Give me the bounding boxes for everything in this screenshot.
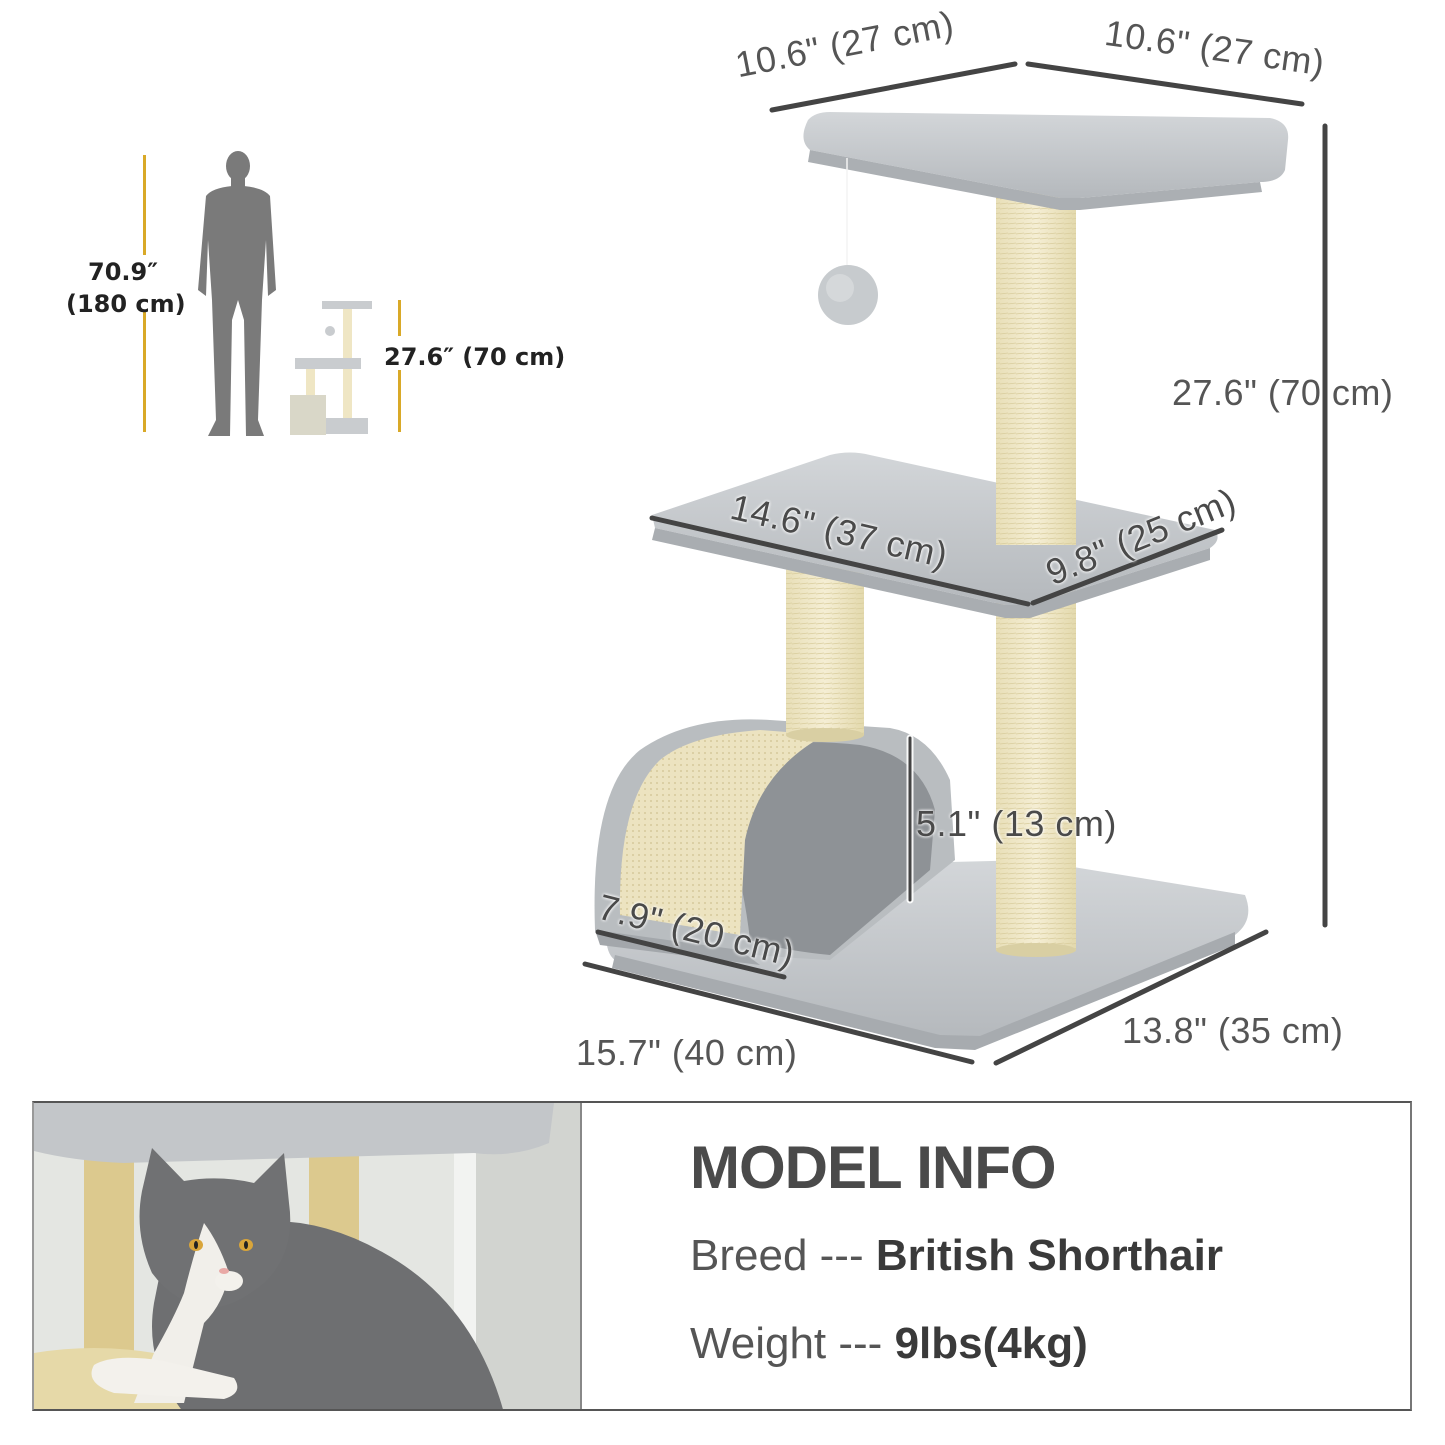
dim-top-platform-right: 10.6" (27 cm) <box>1102 12 1328 84</box>
weight-row: Weight --- 9lbs(4kg) <box>690 1319 1088 1369</box>
human-height-line-bottom <box>143 310 146 432</box>
human-height-cm: (180 cm) <box>66 290 186 318</box>
model-info-title: MODEL INFO <box>690 1134 1057 1201</box>
dim-base-width: 13.8" (35 cm) <box>1122 1010 1344 1051</box>
breed-row: Breed --- British Shorthair <box>690 1231 1223 1281</box>
breed-value: British Shorthair <box>875 1231 1223 1280</box>
cat-on-tree-photo <box>34 1103 580 1409</box>
dim-tunnel-height: 5.1" (13 cm) <box>916 803 1117 844</box>
dim-total-height: 27.6" (70 cm) <box>1172 372 1394 413</box>
human-height-inches: 70.9″ <box>88 258 158 286</box>
model-info-panel: MODEL INFO Breed --- British Shorthair W… <box>32 1101 1412 1411</box>
dim-middle-platform-width: 9.8" (25 cm) <box>1040 479 1242 594</box>
tree-height-line-bottom <box>398 370 401 432</box>
model-cat-photo <box>34 1103 582 1409</box>
dim-tunnel-depth: 7.9" (20 cm) <box>594 886 799 975</box>
human-height-line-top <box>143 155 146 255</box>
dim-base-length: 15.7" (40 cm) <box>576 1032 798 1073</box>
tree-height-line-top <box>398 300 401 336</box>
tree-height-label: 27.6″ (70 cm) <box>384 343 566 371</box>
weight-label: Weight --- <box>690 1319 895 1368</box>
dim-middle-platform-length: 14.6" (37 cm) <box>726 486 952 576</box>
dim-top-platform-left: 10.6" (27 cm) <box>732 2 958 86</box>
weight-value: 9lbs(4kg) <box>894 1319 1088 1368</box>
breed-label: Breed --- <box>690 1231 876 1280</box>
